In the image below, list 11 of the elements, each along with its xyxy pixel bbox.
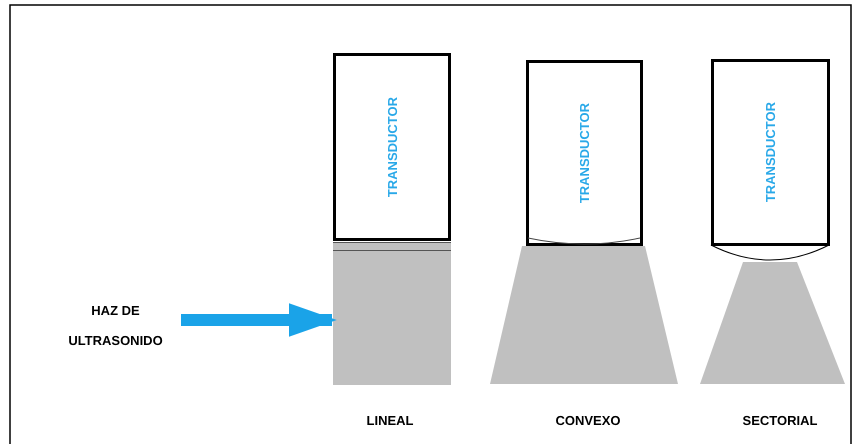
probe-type-label: CONVEXO [556, 413, 620, 428]
beam-caption: HAZ DE ULTRASONIDO [58, 296, 173, 356]
transducer-box [333, 53, 451, 241]
probe-type-label: LINEAL [366, 413, 414, 428]
beam-area [333, 242, 451, 385]
transducer-label: TRANSDUCTOR [577, 102, 592, 204]
transducer-label: TRANSDUCTOR [763, 102, 778, 203]
transducer-box [526, 60, 643, 246]
transducer-label: TRANSDUCTOR [384, 96, 400, 198]
arrow [181, 303, 337, 337]
probe-type-label: SECTORIAL [742, 413, 818, 428]
